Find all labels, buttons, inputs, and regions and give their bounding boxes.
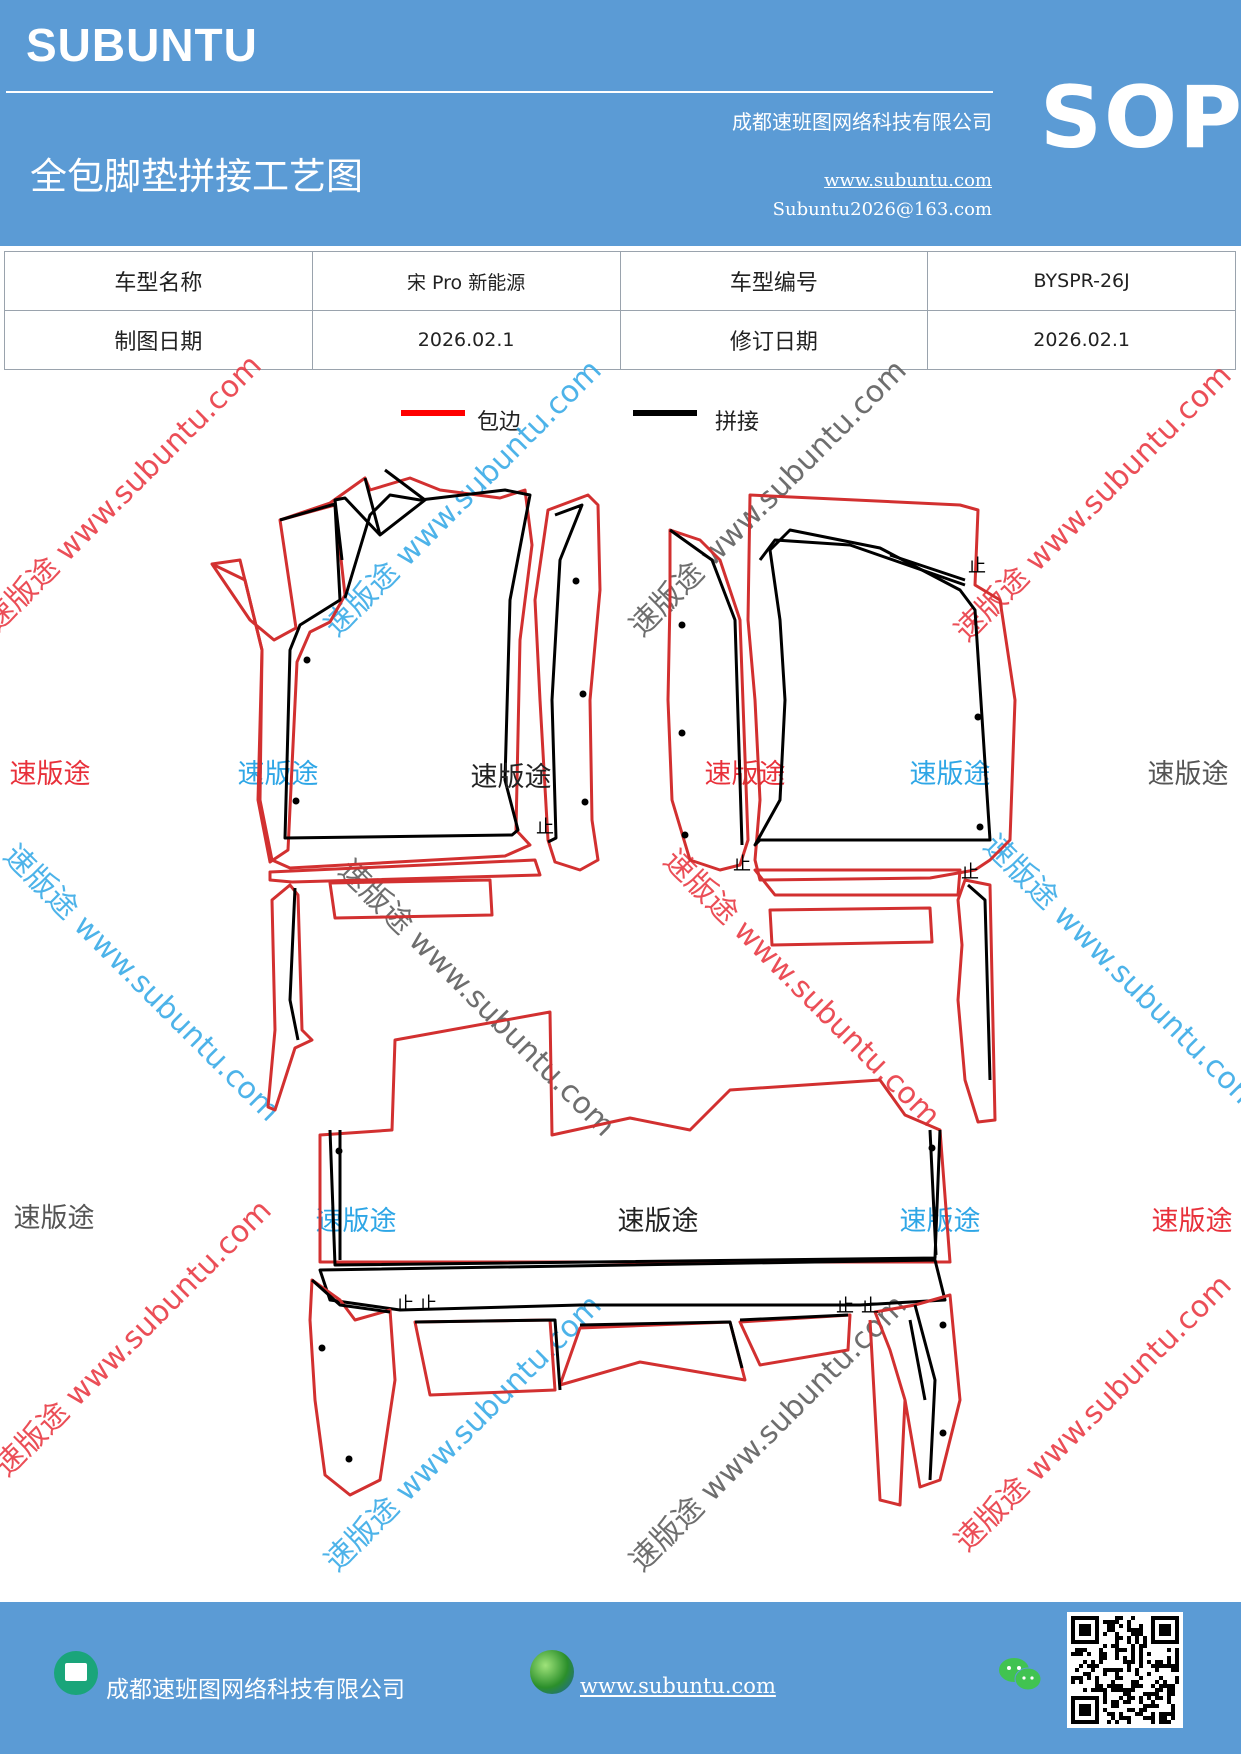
- info-table: 车型名称 宋 Pro 新能源 车型编号 BYSPR-26J 制图日期 2026.…: [4, 251, 1236, 370]
- rear-right-wing: [868, 1293, 962, 1507]
- watermark-diagonal: 速版途 www.subuntu.com: [0, 838, 287, 1129]
- stop-mark: 止: [733, 854, 751, 875]
- table-row: 车型名称 宋 Pro 新能源 车型编号 BYSPR-26J: [4, 251, 1236, 311]
- footer-company: 成都速班图网络科技有限公司: [106, 1677, 405, 1703]
- front-right-lower-strip-inner: [967, 883, 992, 1081]
- stop-marks: 止止止止止止止止: [396, 556, 986, 1317]
- front-left-mat-main: [211, 476, 534, 870]
- watermark-diagonal: 速版途 www.subuntu.com: [318, 353, 609, 644]
- model-code-value: BYSPR-26J: [927, 251, 1236, 311]
- watermark-diagonal: 速版途 www.subuntu.com: [656, 843, 947, 1134]
- front-left-inner-2: [333, 468, 427, 561]
- front-right-lower-strip: [956, 878, 997, 1124]
- home-icon: [54, 1651, 98, 1695]
- stop-mark: 止: [961, 862, 979, 883]
- watermark-diagonal: 速版途 www.subuntu.com: [623, 353, 914, 644]
- stop-mark: 止: [536, 817, 554, 838]
- watermark-diagonal: 速版途 www.subuntu.com: [0, 348, 269, 639]
- wechat-icon: [999, 1658, 1042, 1691]
- watermark-diagonal: 速版途 www.subuntu.com: [948, 1268, 1239, 1559]
- legend-black-label: 拼接: [715, 410, 760, 435]
- rear-left-wing-inner: [311, 1278, 391, 1314]
- model-name-value: 宋 Pro 新能源: [311, 251, 621, 311]
- watermark-diagonal: 速版途 www.subuntu.com: [331, 853, 622, 1144]
- front-right-bottom: [753, 868, 962, 947]
- header-banner: [0, 0, 1241, 246]
- globe-icon: [530, 1650, 574, 1694]
- watermark-diagonal: 速版途 www.subuntu.com: [318, 1288, 609, 1579]
- draw-date-label: 制图日期: [4, 310, 313, 370]
- brand-logo: SUBUNTU: [26, 19, 258, 71]
- watermark-label: 速版途: [900, 1206, 981, 1237]
- header-divider: [6, 91, 993, 93]
- front-right-side-strip-inner: [669, 528, 744, 846]
- document-title: 全包脚垫拼接工艺图: [30, 155, 363, 198]
- watermark-label: 速版途: [1148, 759, 1229, 790]
- front-left-bottom: [268, 858, 542, 920]
- stop-mark: 止: [836, 1296, 854, 1317]
- front-right-top: [758, 538, 966, 587]
- sop-badge: SOP: [1040, 68, 1241, 168]
- stop-mark: 止: [861, 1296, 879, 1317]
- legend-red-swatch: [401, 410, 465, 416]
- stop-mark: 止: [419, 1294, 437, 1315]
- draw-date-value: 2026.02.1: [311, 310, 621, 370]
- front-right-side-strip: [666, 528, 750, 872]
- front-left-mat: [210, 503, 347, 864]
- watermark-diagonal: 速版途 www.subuntu.com: [976, 828, 1241, 1119]
- email-address: Subuntu2026@163.com: [772, 199, 992, 220]
- table-row: 制图日期 2026.02.1 修订日期 2026.02.1: [4, 310, 1236, 370]
- front-left-inner: [279, 488, 532, 840]
- watermark-label: 速版途: [238, 759, 319, 790]
- rear-center-label: 速版途: [618, 1206, 699, 1237]
- watermark-label: 速版途: [1152, 1206, 1233, 1237]
- company-name: 成都速班图网络科技有限公司: [732, 110, 992, 134]
- legend-red-label: 包边: [477, 410, 522, 435]
- watermark-label: 速版途: [910, 759, 991, 790]
- watermark-diagonal: 速版途 www.subuntu.com: [0, 1193, 279, 1484]
- watermark-label: 速版途: [14, 1203, 95, 1234]
- rear-mat-top: [318, 1010, 952, 1264]
- model-code-label: 车型编号: [619, 251, 929, 311]
- rear-center-panels-inner: [414, 1313, 849, 1391]
- footer-website-link[interactable]: www.subuntu.com: [580, 1674, 776, 1698]
- rear-center-panels: [413, 1313, 852, 1397]
- revise-date-label: 修订日期: [619, 310, 929, 370]
- stop-mark: 止: [396, 1294, 414, 1315]
- front-left-lower-strip-inner: [288, 887, 300, 1041]
- front-left-lower-strip: [266, 883, 314, 1112]
- qr-code: [1067, 1612, 1183, 1728]
- front-left-side-strip-inner: [547, 503, 584, 844]
- revise-date-value: 2026.02.1: [927, 310, 1236, 370]
- watermark-diagonal: 速版途 www.subuntu.com: [948, 358, 1239, 649]
- front-right-inner: [753, 528, 992, 847]
- watermark-label: 速版途: [10, 759, 91, 790]
- fastener-dots: [292, 577, 984, 1463]
- rear-left-wing: [308, 1278, 397, 1497]
- model-name-label: 车型名称: [4, 251, 313, 311]
- front-left-side-strip: [533, 493, 602, 872]
- website-link[interactable]: www.subuntu.com: [824, 170, 992, 191]
- front-right-mat: [746, 493, 1017, 882]
- front-left-center-label: 速版途: [471, 762, 552, 793]
- rear-right-wing-inner: [908, 1304, 937, 1481]
- stop-mark: 止: [968, 556, 986, 577]
- watermark-label: 速版途: [316, 1206, 397, 1237]
- rear-mat-main: [328, 1129, 942, 1267]
- legend-black-swatch: [633, 410, 697, 416]
